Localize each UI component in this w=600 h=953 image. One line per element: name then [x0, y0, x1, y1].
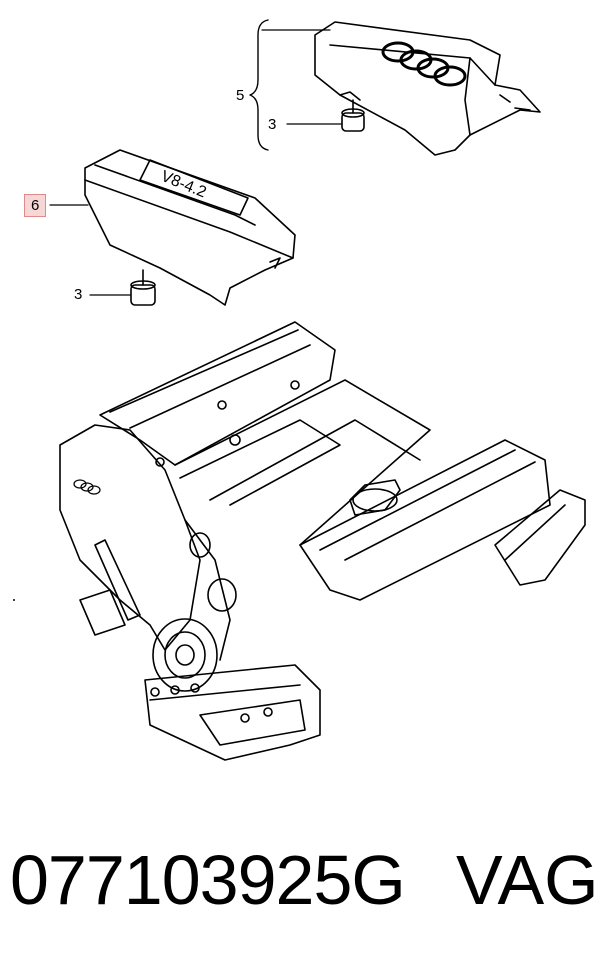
v8-engine-cover: V8-4.2 [84, 149, 296, 306]
part-number: 077103925G [10, 841, 406, 919]
grommet-middle [130, 269, 156, 306]
callout-label-5: 5 [236, 87, 245, 104]
callout-label-3-middle: 3 [74, 286, 83, 303]
brand-name: VAG [456, 841, 599, 919]
footer: 077103925G VAG [0, 830, 600, 930]
callout-label-3-top: 3 [268, 116, 277, 133]
brand-rings-logo [381, 41, 467, 87]
callout-label-6-highlighted: 6 [24, 194, 47, 217]
bracket-5 [249, 19, 269, 151]
parts-diagram: V8-4.2 [13, 19, 586, 761]
grommet-upper [341, 99, 365, 132]
diagram-drawing: V8-4.2 [13, 19, 586, 761]
engine-block [59, 321, 586, 761]
upper-engine-cover [314, 21, 541, 156]
